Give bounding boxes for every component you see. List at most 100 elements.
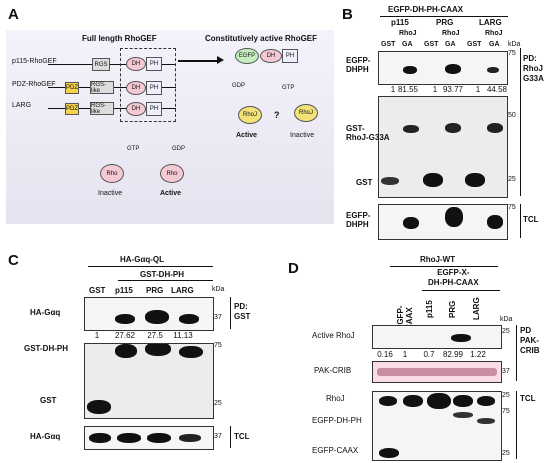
row-pdz: PDZ-RhoGEF [12, 81, 56, 88]
dh-domain-1: DH [126, 57, 146, 71]
panel-d-letter: D [288, 260, 299, 277]
panel-b-letter: B [342, 6, 353, 23]
kda-b: kDa [508, 41, 521, 48]
marker-c-25: 25 [214, 400, 222, 407]
lane-b-3: GST [424, 41, 439, 48]
band [445, 207, 463, 227]
band [145, 344, 171, 356]
marker-d-37: 37 [502, 368, 510, 375]
lane-d-2: p115 [425, 300, 434, 318]
active-label-rhoj: Active [236, 132, 258, 139]
lane-c-1: GST [89, 286, 106, 295]
quant-c-4: 11.13 [173, 331, 193, 340]
band [403, 66, 417, 74]
full-length-title: Full length RhoGEF [82, 34, 157, 43]
quant-c-2: 27.62 [114, 331, 136, 340]
rgs-like-domain-1: RGS-like [90, 81, 114, 94]
tcl-label-d: TCL [520, 394, 536, 403]
quant-c-3: 27.5 [147, 331, 163, 340]
question-mark: ? [274, 110, 280, 120]
rho-inactive-node: Rho [100, 164, 124, 183]
quant-d-2: 1 [402, 350, 408, 359]
band [179, 314, 199, 324]
quant-b-3: 1 [432, 85, 438, 94]
band [465, 173, 485, 187]
band [403, 125, 419, 133]
dh-domain-3: DH [126, 102, 146, 116]
row-c-gstdhph: GST-DH-PH [24, 344, 68, 353]
blot-c-ha [84, 297, 214, 331]
kda-c: kDa [212, 286, 225, 293]
pd-bracket-b [520, 48, 521, 196]
pd-bracket-c [230, 297, 231, 329]
ph-domain-2: PH [146, 81, 162, 95]
active-label-rho: Active [160, 190, 182, 197]
band [87, 400, 111, 414]
d-header-line [390, 266, 498, 267]
row-c-ha: HA-Gαq [30, 308, 61, 317]
header-line [380, 16, 508, 17]
band [89, 433, 111, 443]
kda-d: kDa [500, 316, 513, 323]
quant-b-4: 93.77 [442, 85, 464, 94]
row-p115: p115-RhoGEF [12, 58, 57, 65]
active-title: Constitutively active RhoGEF [205, 34, 318, 43]
band [451, 334, 471, 342]
band [453, 395, 473, 407]
marker-b-75b: 75 [508, 204, 516, 211]
lane-b-2: GA [402, 41, 413, 48]
schematic-background [6, 30, 334, 224]
marker-d-25b: 25 [502, 392, 510, 399]
band [445, 64, 461, 74]
row-b-egfp: EGFP- DHPH [346, 56, 371, 74]
band [377, 368, 497, 376]
tcl-bracket-d [516, 391, 517, 459]
band [477, 396, 495, 406]
panel-b-header: EGFP-DH-PH-CAAX [388, 5, 464, 14]
quant-d-4: 82.99 [442, 350, 464, 359]
tcl-bracket-c [230, 426, 231, 448]
ph-domain-3: PH [146, 102, 162, 116]
pd-bracket-d [516, 325, 517, 381]
marker-d-25c: 25 [502, 450, 510, 457]
band [427, 393, 451, 409]
quant-d-1: 0.16 [377, 350, 393, 359]
marker-d-75: 75 [502, 408, 510, 415]
ph-active: PH [282, 49, 298, 63]
rgs-domain: RGS [92, 58, 110, 71]
band [379, 448, 399, 458]
dh-active: DH [260, 49, 282, 63]
band [115, 344, 137, 358]
gtp-label-a: GTP [282, 85, 295, 91]
quant-d-3: 0.7 [423, 350, 435, 359]
ph-domain-1: PH [146, 57, 162, 71]
lane-c-4: LARG [171, 286, 194, 295]
pd-label-c: PD: GST [234, 302, 251, 321]
band [381, 177, 399, 185]
lane-c-3: PRG [146, 286, 164, 295]
rhoj-active-node: RhoJ [238, 106, 262, 124]
blot-d-crib [372, 361, 502, 383]
panel-c-letter: C [8, 252, 19, 269]
rgs-like-domain-2: RGS-like [90, 102, 114, 115]
band [403, 217, 419, 229]
row-c-gst: GST [40, 396, 57, 405]
c-header-line [88, 266, 213, 267]
row-d-egfpcaax: EGFP-CAAX [312, 446, 359, 455]
quant-c-1: 1 [94, 331, 100, 340]
row-d-crib: PAK-CRIB [314, 366, 352, 375]
panel-c-header: HA-Gαq-QL [120, 255, 165, 264]
lane-b-6: GA [489, 41, 500, 48]
quant-b-5: 1 [475, 85, 481, 94]
blot-c-gst [84, 343, 214, 419]
row-larg: LARG [12, 102, 32, 109]
band [379, 396, 397, 406]
band [179, 434, 201, 442]
quant-b-6: 44.58 [486, 85, 508, 94]
row-b-tcl: EGFP- DHPH [346, 211, 371, 229]
group-prg: PRG [436, 18, 454, 27]
marker-c-37b: 37 [214, 433, 222, 440]
row-d-egfpdhph: EGFP-DH-PH [312, 416, 362, 425]
d-sub-line [422, 290, 500, 291]
gdp-label-b: GDP [172, 146, 186, 152]
